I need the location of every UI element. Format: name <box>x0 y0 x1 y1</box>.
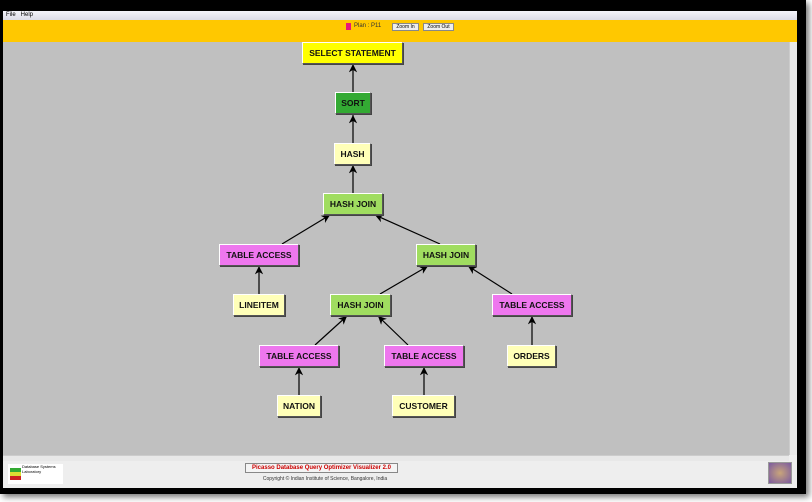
plan-tree-canvas: SELECT STATEMENT SORT HASH HASH JOIN TAB… <box>3 42 789 455</box>
menu-bar: File Help <box>3 11 797 20</box>
node-table-access[interactable]: TABLE ACCESS <box>492 294 572 316</box>
edge-hj2-hj1 <box>374 214 441 245</box>
plan-edges <box>254 64 537 395</box>
iisc-logo-icon <box>768 462 792 484</box>
node-hash-join[interactable]: HASH JOIN <box>416 244 476 266</box>
dsl-logo: Database Systems Laboratory <box>8 464 63 484</box>
node-hash-join[interactable]: HASH JOIN <box>323 193 383 215</box>
zoom-out-button[interactable]: Zoom Out <box>423 23 454 31</box>
node-select-statement[interactable]: SELECT STATEMENT <box>302 42 403 64</box>
footer: Database Systems Laboratory Picasso Data… <box>3 461 797 488</box>
node-sort[interactable]: SORT <box>335 92 371 114</box>
app-title-button[interactable]: Picasso Database Query Optimizer Visuali… <box>245 463 398 473</box>
node-hash-join[interactable]: HASH JOIN <box>330 294 391 316</box>
edge-ta3-hj3 <box>377 315 409 346</box>
app-window: File Help Plan : P11 Zoom In Zoom Out SEL… <box>3 11 797 488</box>
node-lineitem[interactable]: LINEITEM <box>233 294 285 316</box>
edge-ta2-hj3 <box>314 315 348 346</box>
copyright-text: Copyright © Indian Institute of Science,… <box>262 476 388 482</box>
menu-file[interactable]: File <box>6 12 16 18</box>
edge-ta4-hj2 <box>467 265 513 295</box>
plan-color-swatch <box>346 23 351 30</box>
zoom-in-button[interactable]: Zoom In <box>392 23 419 31</box>
plan-label: Plan : P11 <box>354 23 382 29</box>
node-customer[interactable]: CUSTOMER <box>392 395 455 417</box>
edge-ta1-hj1 <box>281 214 331 245</box>
node-nation[interactable]: NATION <box>277 395 321 417</box>
horizontal-scrollbar[interactable] <box>3 455 789 461</box>
edge-hj3-hj2 <box>379 265 429 295</box>
menu-help[interactable]: Help <box>20 12 34 18</box>
toolbar: Plan : P11 Zoom In Zoom Out <box>3 20 797 42</box>
vertical-scrollbar[interactable] <box>789 42 797 455</box>
dsl-logo-icon <box>10 468 21 480</box>
node-table-access[interactable]: TABLE ACCESS <box>219 244 299 266</box>
node-table-access[interactable]: TABLE ACCESS <box>384 345 464 367</box>
node-orders[interactable]: ORDERS <box>507 345 556 367</box>
node-table-access[interactable]: TABLE ACCESS <box>259 345 339 367</box>
dsl-logo-text: Database Systems Laboratory <box>22 464 56 474</box>
node-hash[interactable]: HASH <box>334 143 371 165</box>
